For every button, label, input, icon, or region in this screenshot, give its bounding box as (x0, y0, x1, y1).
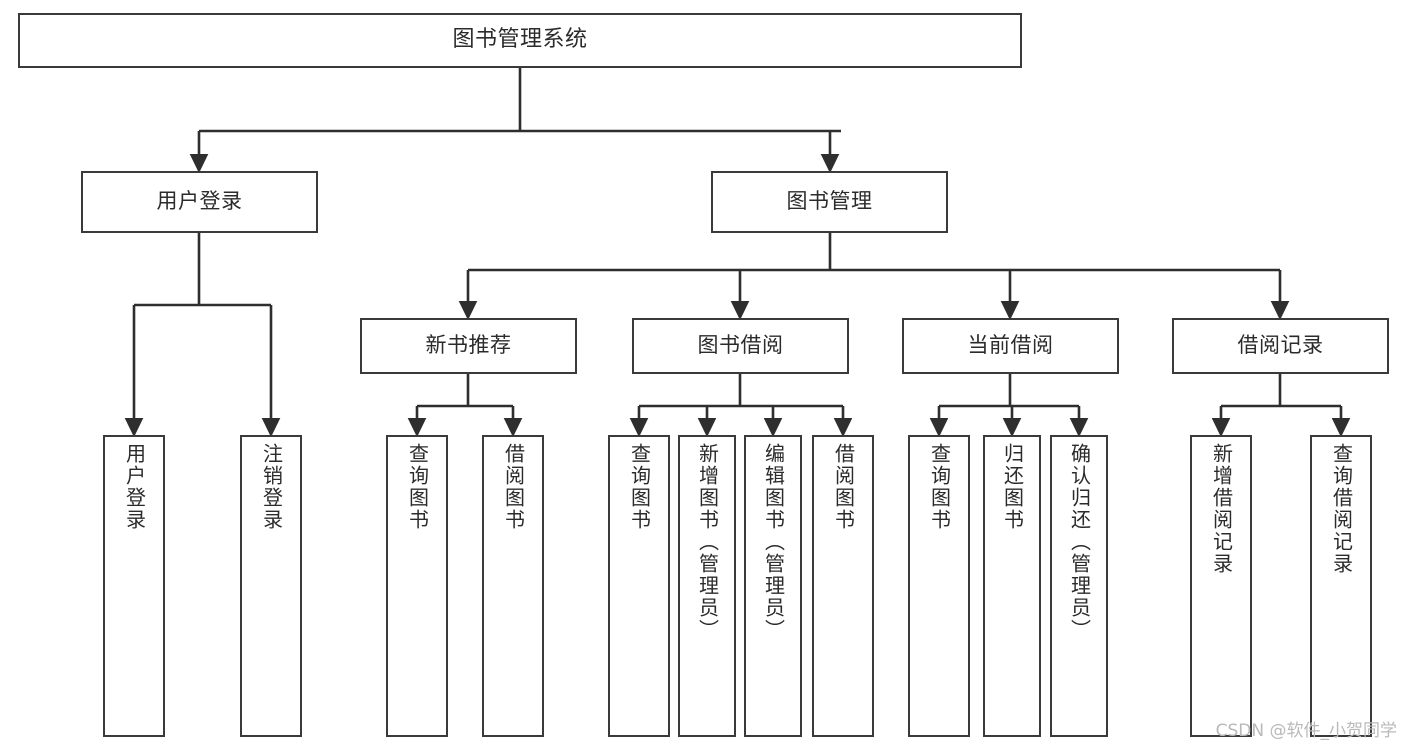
node-book-manage[interactable]: 图书管理 (711, 171, 948, 233)
leaf-add-borrow-record-label: 新增借阅记录 (1209, 443, 1234, 575)
leaf-edit-book[interactable]: 编辑图书（管理员） (744, 435, 802, 737)
leaf-borrow-book-2[interactable]: 借阅图书 (812, 435, 874, 737)
node-book-borrow[interactable]: 图书借阅 (632, 318, 849, 374)
node-borrow-record[interactable]: 借阅记录 (1172, 318, 1389, 374)
node-book-manage-label: 图书管理 (786, 189, 873, 214)
leaf-user-login-label: 用户登录 (122, 443, 147, 531)
leaf-add-book[interactable]: 新增图书（管理员） (678, 435, 736, 737)
leaf-return-book[interactable]: 归还图书 (983, 435, 1041, 737)
leaf-query-book-2[interactable]: 查询图书 (608, 435, 670, 737)
leaf-confirm-return[interactable]: 确认归还（管理员） (1050, 435, 1108, 737)
node-user-login[interactable]: 用户登录 (81, 171, 318, 233)
leaf-query-book-1[interactable]: 查询图书 (386, 435, 448, 737)
leaf-query-borrow-record-label: 查询借阅记录 (1329, 443, 1354, 575)
leaf-borrow-book-1[interactable]: 借阅图书 (482, 435, 544, 737)
node-root[interactable]: 图书管理系统 (18, 13, 1022, 68)
watermark: CSDN @软件_小贺同学 (1215, 721, 1397, 741)
node-new-book-recommend-label: 新书推荐 (425, 333, 512, 358)
node-current-borrow-label: 当前借阅 (967, 333, 1054, 358)
node-user-login-label: 用户登录 (156, 189, 243, 214)
leaf-add-book-label: 新增图书（管理员） (695, 443, 720, 641)
node-root-label: 图书管理系统 (452, 27, 588, 53)
node-borrow-record-label: 借阅记录 (1237, 333, 1324, 358)
leaf-borrow-book-2-label: 借阅图书 (831, 443, 856, 531)
leaf-borrow-book-1-label: 借阅图书 (501, 443, 526, 531)
leaf-query-book-3-label: 查询图书 (927, 443, 952, 531)
leaf-add-borrow-record[interactable]: 新增借阅记录 (1190, 435, 1252, 737)
node-book-borrow-label: 图书借阅 (697, 333, 784, 358)
node-new-book-recommend[interactable]: 新书推荐 (360, 318, 577, 374)
node-current-borrow[interactable]: 当前借阅 (902, 318, 1119, 374)
leaf-query-book-2-label: 查询图书 (627, 443, 652, 531)
leaf-edit-book-label: 编辑图书（管理员） (761, 443, 786, 641)
leaf-user-login[interactable]: 用户登录 (103, 435, 165, 737)
leaf-query-borrow-record[interactable]: 查询借阅记录 (1310, 435, 1372, 737)
leaf-return-book-label: 归还图书 (1000, 443, 1025, 531)
leaf-logout-login[interactable]: 注销登录 (240, 435, 302, 737)
leaf-confirm-return-label: 确认归还（管理员） (1067, 443, 1092, 641)
leaf-query-book-1-label: 查询图书 (405, 443, 430, 531)
leaf-logout-login-label: 注销登录 (259, 443, 284, 531)
leaf-query-book-3[interactable]: 查询图书 (908, 435, 970, 737)
